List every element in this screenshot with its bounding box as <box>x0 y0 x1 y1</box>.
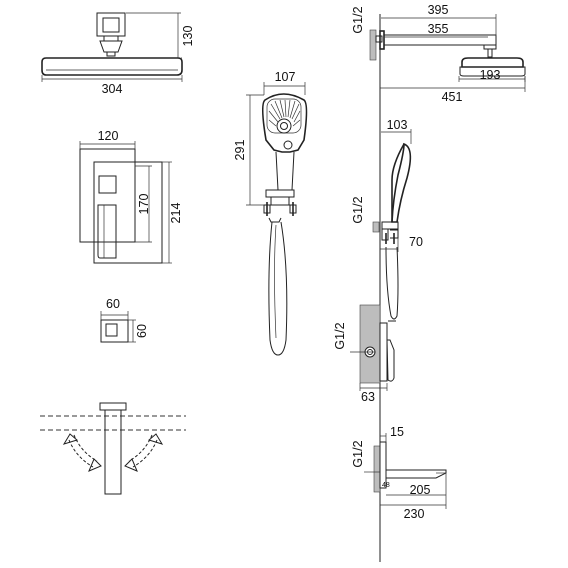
handset-holder-top <box>265 189 295 198</box>
spout-rotation-view <box>40 402 186 495</box>
arm-head-plate <box>459 66 526 77</box>
arm-wall-nut <box>375 35 383 43</box>
head-arm-joint <box>103 35 119 42</box>
spout-top-body <box>104 409 122 495</box>
dim-handset-width-label: 107 <box>275 70 296 84</box>
holder-front-view: 60 60 <box>100 297 149 343</box>
handset-outlet-nuts <box>263 204 297 214</box>
shower-hose <box>268 221 288 356</box>
dim-mixer-height-label: 214 <box>169 203 183 224</box>
dim-head-width-label: 304 <box>102 82 123 96</box>
handset-side-back <box>391 143 405 222</box>
dim-head-side-label: 193 <box>480 68 501 82</box>
head-wall-plate <box>96 12 126 37</box>
dim-handset-proj-label: 103 <box>387 118 408 132</box>
spout-tag-label: 48 <box>382 482 390 489</box>
thread-label-arm: G1/2 <box>351 6 365 33</box>
spout-wall-plate <box>379 441 387 489</box>
handset-head <box>261 93 308 153</box>
head-plate-inner <box>102 17 120 33</box>
mixer-side-plate <box>379 322 388 382</box>
dim-outlet-proj-label: 70 <box>409 235 423 249</box>
dim-arm-overall-label: 395 <box>428 3 449 17</box>
mixer-plate-front <box>93 161 163 264</box>
head-neck <box>99 40 123 53</box>
arm-head-connector <box>483 44 497 50</box>
arm-head-neck <box>487 48 493 58</box>
dim-total-label: 451 <box>442 90 463 104</box>
hand-shower-front-view: 107 291 <box>233 70 308 356</box>
handset-side-holder <box>381 221 399 230</box>
mixer-handle <box>97 204 117 259</box>
arm-wall-section <box>369 29 377 61</box>
holder-body <box>100 319 129 343</box>
shower-arm <box>383 34 497 46</box>
handset-side-outlet <box>381 229 399 244</box>
side-hose <box>385 246 399 320</box>
mixer-side-handle <box>386 339 395 382</box>
mixer-front-view: 120 170 214 <box>79 129 183 264</box>
handset-holder-mid <box>270 196 290 206</box>
dim-holder-width-label: 60 <box>106 297 120 311</box>
handset-nozzles <box>266 98 302 134</box>
dim-spout-total-label: 230 <box>404 507 425 521</box>
hand-shower-side-view: G1/2 103 70 <box>351 118 423 320</box>
head-plate <box>41 57 183 76</box>
shower-head-front-view: 130 304 <box>41 12 195 96</box>
handset-handle <box>275 151 295 191</box>
thread-label-spout: G1/2 <box>351 440 365 467</box>
thread-label-mixer: G1/2 <box>333 322 347 349</box>
dim-head-height-label: 130 <box>181 26 195 47</box>
dim-arm-length-label: 355 <box>428 22 449 36</box>
shower-arm-side-view: G1/2 395 355 193 451 <box>351 3 526 104</box>
rotation-arrow-left <box>62 433 102 472</box>
hose-connector <box>268 217 282 223</box>
spout-body <box>385 469 447 479</box>
rotation-arrow-right <box>124 433 164 472</box>
mixer-side-view: G1/2 63 <box>333 304 396 404</box>
shower-hose-inner <box>274 224 277 339</box>
mixer-wall-box <box>359 304 381 384</box>
handset-wall-section <box>372 221 380 233</box>
thread-label-handset: G1/2 <box>351 196 365 223</box>
handset-side-body <box>391 142 412 223</box>
head-swivel <box>106 51 116 57</box>
spout-wall-section <box>373 445 381 493</box>
dim-spout-reach-label: 205 <box>410 483 431 497</box>
arm-head-top <box>461 57 524 68</box>
spout-top-plate <box>99 402 127 411</box>
dim-spout-offset-label: 15 <box>390 425 404 439</box>
spout-side-view: 48 G1/2 15 205 230 <box>351 425 447 521</box>
dim-mixer-proj-label: 63 <box>361 390 375 404</box>
mixer-center-square <box>98 175 117 194</box>
holder-outlet <box>105 323 118 337</box>
dim-mixer-width-label: 120 <box>98 129 119 143</box>
handset-button <box>283 140 293 150</box>
dim-mixer-inner-label: 170 <box>137 194 151 215</box>
mixer-plate-back <box>79 148 136 243</box>
dim-handset-length-label: 291 <box>233 140 247 161</box>
dim-holder-height-label: 60 <box>135 324 149 338</box>
